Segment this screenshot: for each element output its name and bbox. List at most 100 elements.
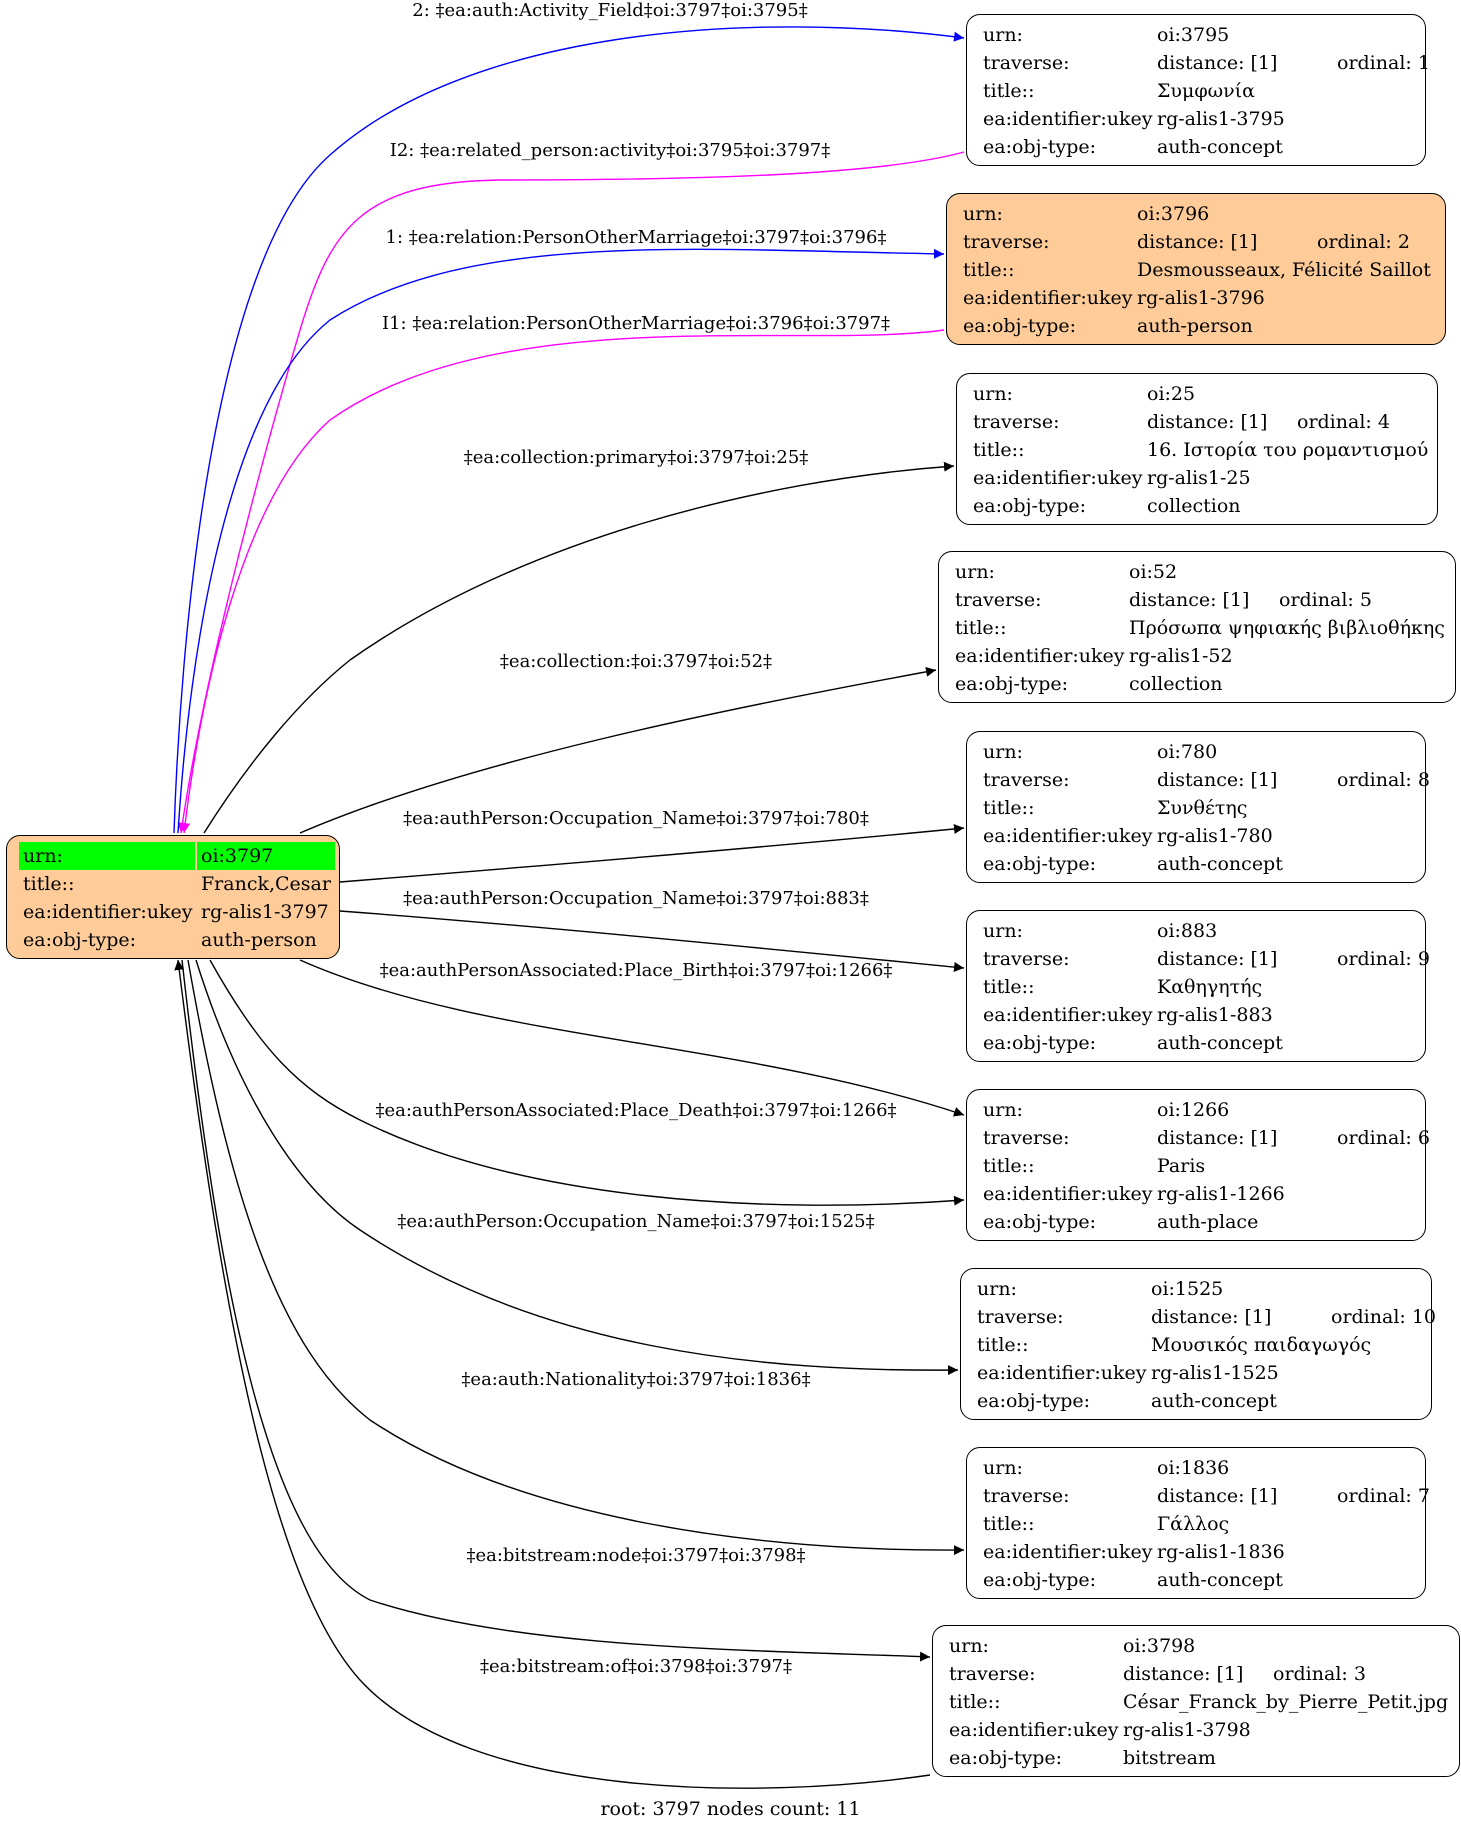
node-ukey-value: rg-alis1-25: [1147, 467, 1251, 489]
node-row-key: urn:: [949, 1635, 989, 1657]
node-row-key: urn:: [955, 561, 995, 583]
node-objtype-value: collection: [1129, 673, 1223, 695]
root-urn-key: urn:: [19, 842, 195, 870]
node-title-value: César_Franck_by_Pierre_Petit.jpg: [1123, 1691, 1449, 1713]
node-row-key: urn:: [977, 1278, 1017, 1300]
node-row-key: title::: [963, 259, 1015, 281]
node-ordinal: ordinal: 4: [1297, 411, 1390, 433]
edge-5: [203, 461, 955, 834]
node-distance: distance: [1]: [1157, 1127, 1278, 1149]
node-distance: distance: [1]: [1137, 231, 1258, 253]
node-ordinal: ordinal: 7: [1337, 1485, 1430, 1507]
node-row-key: ea:obj-type:: [983, 136, 1097, 158]
node-title-value: Πρόσωπα ψηφιακής βιβλιοθήκης: [1129, 617, 1445, 639]
node-row-key: urn:: [983, 920, 1023, 942]
node-objtype-value: auth-concept: [1157, 1569, 1283, 1591]
node-objtype-value: bitstream: [1123, 1747, 1216, 1769]
node-row-key: title::: [983, 797, 1035, 819]
root-ukey-key: ea:identifier:ukey: [23, 901, 193, 923]
node-distance: distance: [1]: [1129, 589, 1250, 611]
edge-label-6: ‡ea:collection:‡oi:3797‡oi:52‡: [500, 651, 772, 672]
node-row-key: ea:identifier:ukey: [983, 1183, 1153, 1205]
node-ordinal: ordinal: 2: [1317, 231, 1410, 253]
node-urn-value: oi:780: [1157, 741, 1218, 763]
node-ordinal: ordinal: 5: [1279, 589, 1372, 611]
node-objtype-value: auth-concept: [1157, 136, 1283, 158]
node-row-key: traverse:: [983, 52, 1070, 74]
node-row-key: ea:obj-type:: [983, 1569, 1097, 1591]
node-ordinal: ordinal: 3: [1273, 1663, 1366, 1685]
root-title-value: Franck,Cesar: [201, 873, 331, 895]
node-ukey-value: rg-alis1-3795: [1157, 108, 1285, 130]
node-ordinal: ordinal: 8: [1337, 769, 1430, 791]
node-row-key: ea:identifier:ukey: [983, 108, 1153, 130]
edge-8: [339, 910, 965, 973]
node-distance: distance: [1]: [1151, 1306, 1272, 1328]
node-ukey-value: rg-alis1-780: [1157, 825, 1273, 847]
node-row-key: ea:obj-type:: [983, 1032, 1097, 1054]
node-row-key: traverse:: [955, 589, 1042, 611]
node-urn-value: oi:3796: [1137, 203, 1210, 225]
node-row-key: title::: [949, 1691, 1001, 1713]
node-row-key: ea:identifier:ukey: [949, 1719, 1119, 1741]
node-ukey-value: rg-alis1-1266: [1157, 1183, 1285, 1205]
node-row-key: traverse:: [983, 948, 1070, 970]
node-ukey-value: rg-alis1-1525: [1151, 1362, 1279, 1384]
node-objtype-value: auth-concept: [1151, 1390, 1277, 1412]
node-ukey-value: rg-alis1-1836: [1157, 1541, 1285, 1563]
root-ukey-value: rg-alis1-3797: [201, 901, 329, 923]
node-row-key: urn:: [973, 383, 1013, 405]
node-objtype-value: auth-place: [1157, 1211, 1259, 1233]
node-row-key: traverse:: [983, 769, 1070, 791]
edge-label-7: ‡ea:authPerson:Occupation_Name‡oi:3797‡o…: [403, 808, 869, 829]
node-row-key: urn:: [983, 1457, 1023, 1479]
node-row-key: ea:identifier:ukey: [983, 1541, 1153, 1563]
node-row-key: ea:obj-type:: [983, 1211, 1097, 1233]
node-row-key: traverse:: [983, 1127, 1070, 1149]
node-objtype-value: collection: [1147, 495, 1241, 517]
edge-10: [209, 959, 965, 1206]
node-title-value: Συμφωνία: [1157, 80, 1255, 102]
node-row-key: traverse:: [963, 231, 1050, 253]
node-urn-value: oi:3798: [1123, 1635, 1196, 1657]
node-row-key: traverse:: [973, 411, 1060, 433]
node-row-key: title::: [977, 1334, 1029, 1356]
root-objtype-value: auth-person: [201, 929, 317, 951]
edge-14: [174, 959, 931, 1789]
node-urn-value: oi:883: [1157, 920, 1218, 942]
edge-label-10: ‡ea:authPersonAssociated:Place_Death‡oi:…: [375, 1100, 896, 1121]
edge-3: [177, 248, 945, 834]
node-urn-value: oi:3795: [1157, 24, 1230, 46]
node-ordinal: ordinal: 9: [1337, 948, 1430, 970]
node-title-value: 16. Ιστορία του ρομαντισμού: [1147, 439, 1429, 461]
node-row-key: ea:obj-type:: [973, 495, 1087, 517]
node-ordinal: ordinal: 10: [1331, 1306, 1437, 1328]
node-title-value: Γάλλος: [1157, 1513, 1230, 1535]
node-row-key: ea:identifier:ukey: [983, 825, 1153, 847]
root-node[interactable]: urn: oi:3797 title:: Franck,Cesar ea:ide…: [6, 835, 340, 959]
edge-label-2: I2: ‡ea:related_person:activity‡oi:3795‡…: [390, 140, 831, 161]
edge-1: [173, 26, 965, 834]
node-title-value: Μουσικός παιδαγωγός: [1151, 1334, 1372, 1356]
edge-7: [339, 823, 965, 883]
node-row-key: ea:obj-type:: [955, 673, 1069, 695]
node-row-key: ea:obj-type:: [983, 853, 1097, 875]
node-row-key: title::: [955, 617, 1007, 639]
node-row-key: ea:identifier:ukey: [977, 1362, 1147, 1384]
node-distance: distance: [1]: [1157, 1485, 1278, 1507]
node-urn-value: oi:1836: [1157, 1457, 1230, 1479]
edge-label-12: ‡ea:auth:Nationality‡oi:3797‡oi:1836‡: [461, 1369, 810, 1390]
node-ordinal: ordinal: 6: [1337, 1127, 1430, 1149]
footer-status: root: 3797 nodes count: 11: [600, 1798, 861, 1820]
node-title-value: Συνθέτης: [1157, 797, 1248, 819]
